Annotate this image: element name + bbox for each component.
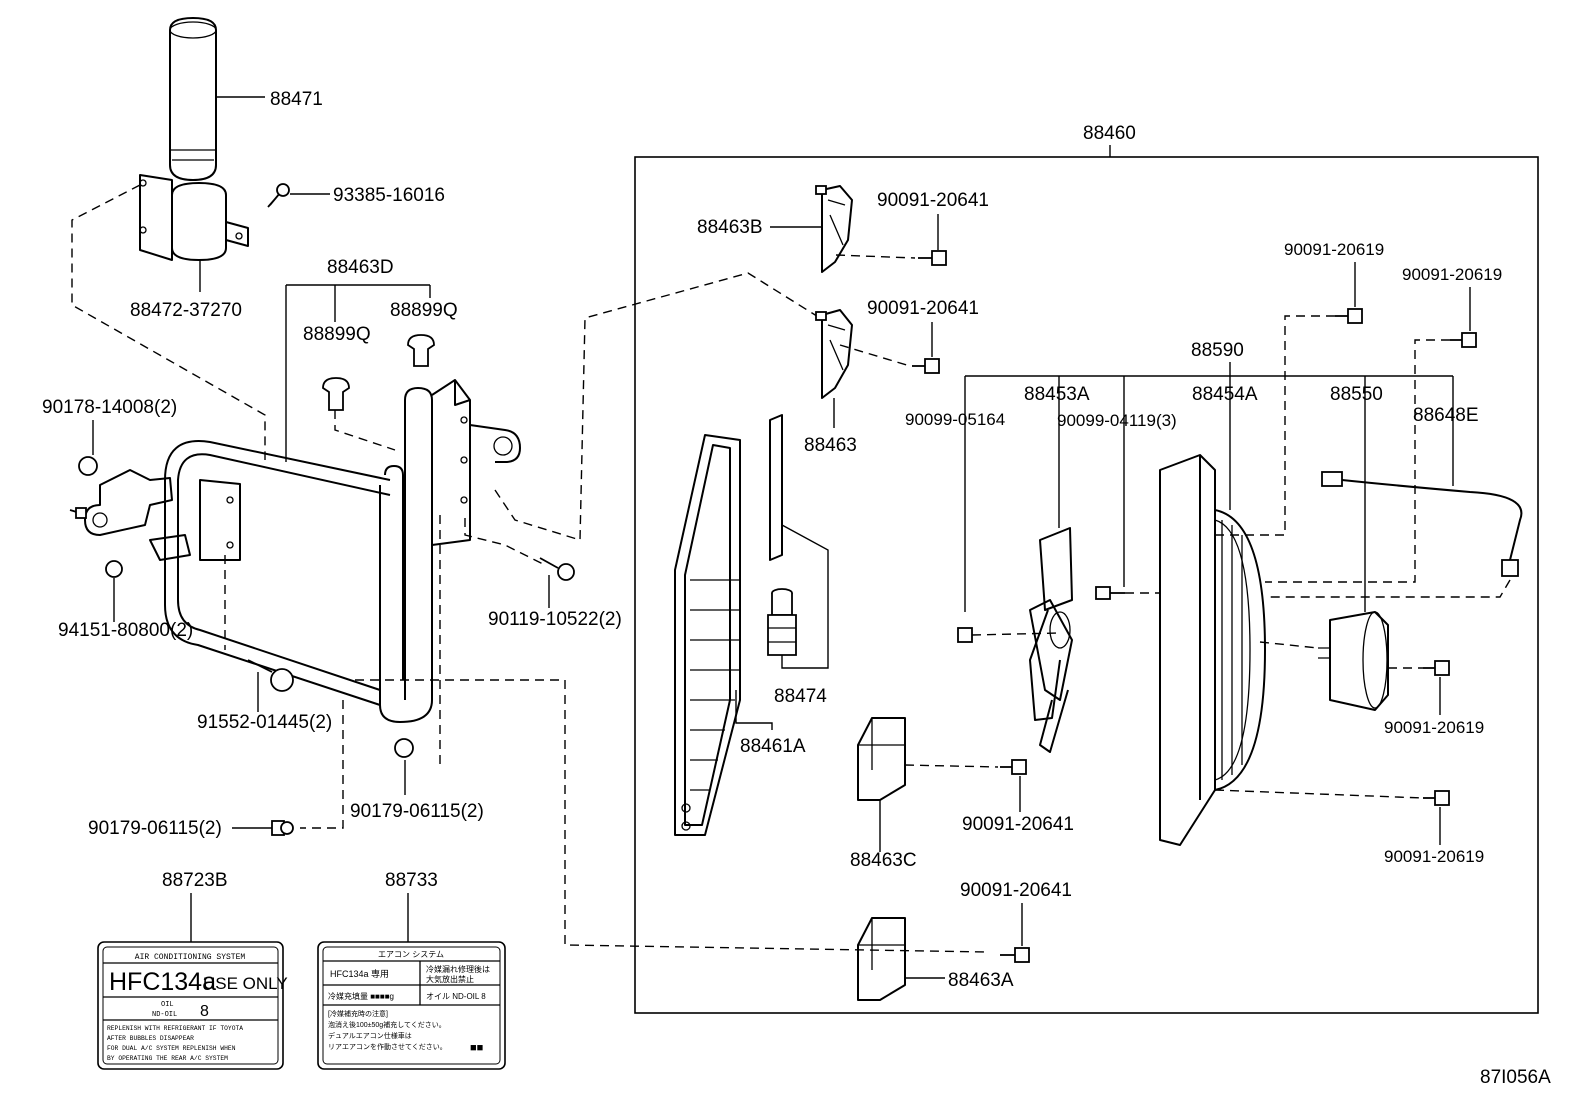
sticker-88733: エアコン システム HFC134a 専用 冷媒漏れ修理後は 大気放出禁止 冷媒充…	[317, 941, 506, 1070]
label-90091-20619-a: 90091-20619	[1284, 240, 1384, 259]
sticker-charge: 冷媒充填量 ■■■■g	[328, 991, 394, 1001]
sticker-oil-num: 8	[200, 1003, 209, 1020]
bolt-icon	[1423, 790, 1450, 845]
label-88474: 88474	[774, 686, 827, 707]
label-90091-20641-b: 90091-20641	[867, 298, 979, 319]
sticker-oil: オイル ND-OIL 8	[426, 992, 486, 1001]
diagram-id: 87I056A	[1480, 1067, 1551, 1088]
label-90179-06115-b: 90179-06115(2)	[350, 801, 484, 822]
fan-shroud-88461A	[674, 434, 773, 836]
bolt-icon	[267, 183, 330, 208]
bolt-icon	[1450, 287, 1477, 348]
fan-motor-88550	[1318, 395, 1389, 711]
fan-bracket-88463A	[857, 917, 945, 1001]
label-88550: 88550	[1330, 384, 1383, 405]
seal-strip	[769, 414, 783, 561]
label-88899Q-left: 88899Q	[303, 324, 371, 345]
sticker-note-3: デュアルエアコン仕様車は	[328, 1031, 412, 1040]
label-88461A: 88461A	[740, 736, 806, 757]
sticker-note-4: リアエアコンを作動させてください。	[328, 1042, 447, 1051]
bolt-icon	[912, 322, 940, 374]
sticker-right-top2: 大気放出禁止	[426, 974, 474, 984]
grommet-88474	[767, 588, 797, 656]
sticker-88723B: AIR CONDITIONING SYSTEM HFC134a USE ONLY…	[97, 941, 288, 1070]
bolt-icon	[1095, 412, 1125, 600]
label-88472-37270: 88472-37270	[130, 300, 242, 321]
label-91552-01445: 91552-01445(2)	[197, 712, 332, 733]
bolt-icon	[1000, 903, 1030, 963]
label-93385-16016: 93385-16016	[333, 185, 445, 206]
condenser-side-bracket	[379, 379, 521, 723]
label-88463D: 88463D	[327, 257, 394, 278]
label-90091-20641-a: 90091-20641	[877, 190, 989, 211]
sticker-mark: ■■	[470, 1042, 483, 1054]
bolt-icon	[247, 659, 294, 712]
bolt-icon	[1423, 660, 1450, 715]
fan-blade-88453A	[1029, 395, 1073, 753]
receiver-dryer	[169, 17, 265, 181]
label-88471: 88471	[270, 89, 323, 110]
wire-harness-88648E	[1321, 395, 1523, 577]
label-88463A: 88463A	[948, 970, 1014, 991]
label-88463B: 88463B	[697, 217, 763, 238]
label-88460: 88460	[1083, 123, 1136, 144]
bolt-icon	[69, 507, 87, 519]
label-88590: 88590	[1191, 340, 1244, 361]
label-88453A: 88453A	[1024, 384, 1090, 405]
label-90091-20619-c: 90091-20619	[1384, 718, 1484, 737]
sticker-warn-3: FOR DUAL A/C SYSTEM REPLENISH WHEN	[107, 1045, 236, 1052]
fan-assembly-box	[634, 156, 1539, 1014]
bolt-icon	[1335, 262, 1363, 324]
label-88463C: 88463C	[850, 850, 917, 871]
sticker-oil-label: OIL	[161, 1001, 174, 1009]
label-88648E: 88648E	[1413, 405, 1479, 426]
fan-shroud-88454A	[1159, 395, 1266, 846]
label-94151-80800: 94151-80800(2)	[58, 620, 193, 641]
sticker-refrigerant: HFC134a 専用	[330, 968, 389, 979]
sticker-warn-4: BY OPERATING THE REAR A/C SYSTEM	[107, 1055, 228, 1062]
label-90091-20619-b: 90091-20619	[1402, 265, 1502, 284]
bolt-icon	[539, 557, 575, 608]
sticker-note-2: 泡消え後100±50g補充してください。	[328, 1020, 446, 1029]
sticker-note-1: [冷媒補充時の注意]	[328, 1009, 388, 1018]
fan-bracket-88463B	[815, 185, 853, 273]
nut-icon	[232, 820, 294, 836]
nut-icon	[957, 627, 973, 643]
fan-bracket-88463C	[857, 717, 906, 852]
label-88733: 88733	[385, 870, 438, 891]
label-88899Q-right: 88899Q	[390, 300, 458, 321]
sticker-warn-2: AFTER BUBBLES DISAPPEAR	[107, 1035, 194, 1042]
label-88454A: 88454A	[1192, 384, 1258, 405]
sticker-header: エアコン システム	[378, 950, 444, 959]
nut-icon	[394, 738, 414, 795]
clip-icon	[322, 377, 350, 411]
label-90099-04119: 90099-04119(3)	[1057, 411, 1177, 430]
sticker-right-top: 冷媒漏れ修理後は	[426, 964, 490, 974]
label-90119-10522: 90119-10522(2)	[488, 609, 622, 630]
bolt-icon	[1000, 759, 1027, 812]
sticker-refrigerant: HFC134a	[109, 968, 216, 996]
sticker-oil-code: ND-OIL	[152, 1011, 177, 1019]
nut-icon	[105, 560, 123, 622]
label-90091-20641-c: 90091-20641	[962, 814, 1074, 835]
sticker-header: AIR CONDITIONING SYSTEM	[135, 953, 246, 962]
condenser-pipe	[84, 440, 391, 706]
bolt-icon	[918, 214, 947, 266]
sticker-use-only: USE ONLY	[203, 974, 288, 993]
label-90091-20641-d: 90091-20641	[960, 880, 1072, 901]
receiver-bracket	[139, 174, 249, 292]
label-90178-14008: 90178-14008(2)	[42, 397, 177, 418]
nut-icon	[78, 420, 98, 476]
clip-icon	[407, 334, 435, 367]
sticker-warn-1: REPLENISH WITH REFRIGERANT IF TOYOTA	[107, 1025, 243, 1032]
label-88723B: 88723B	[162, 870, 228, 891]
fan-bracket-88463	[815, 309, 853, 428]
label-90179-06115-a: 90179-06115(2)	[88, 818, 222, 839]
label-90091-20619-d: 90091-20619	[1384, 847, 1484, 866]
label-90099-05164: 90099-05164	[905, 410, 1005, 429]
label-88463: 88463	[804, 435, 857, 456]
